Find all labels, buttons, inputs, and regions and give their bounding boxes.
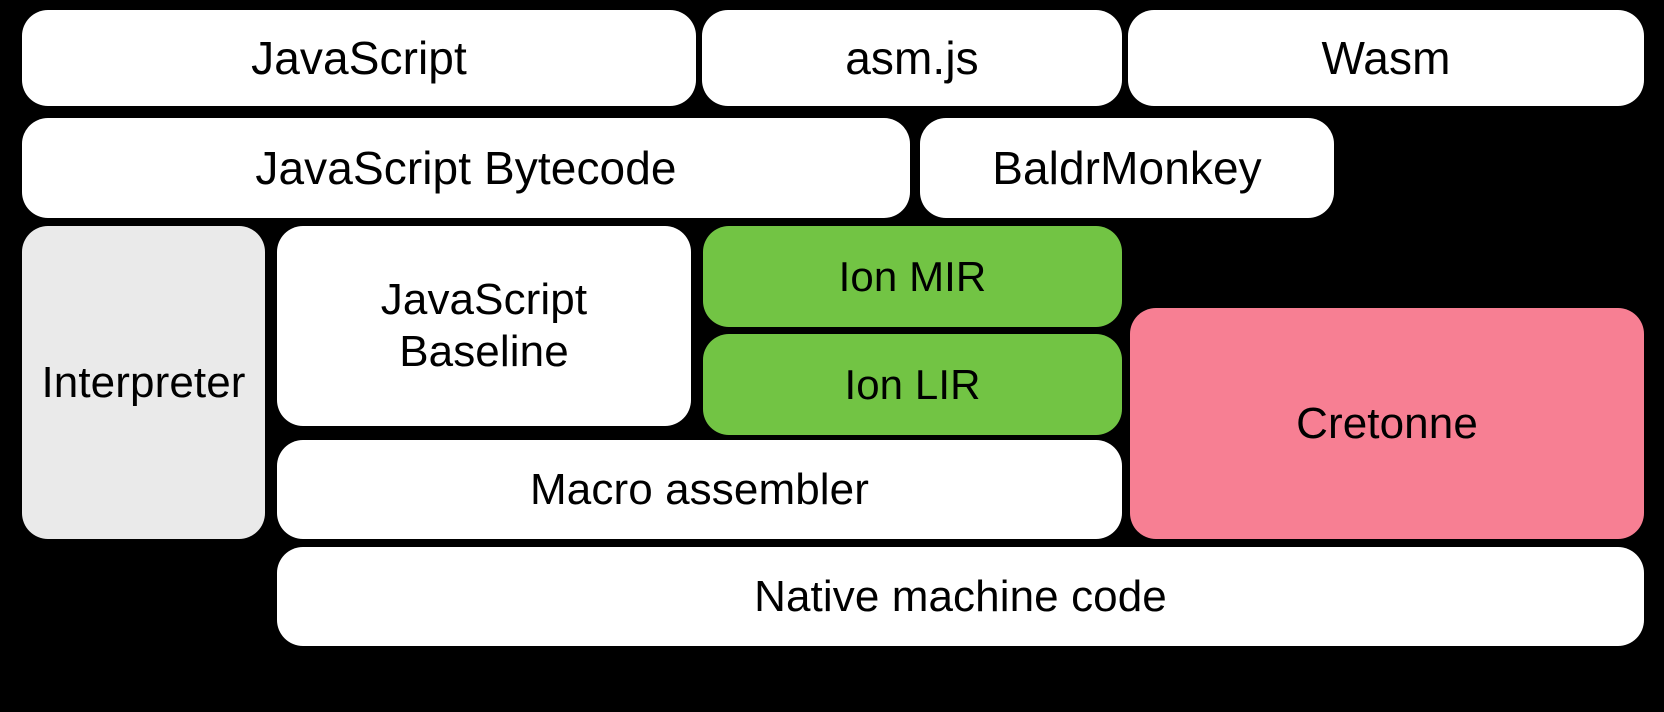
node-native-machine-code: Native machine code (277, 547, 1644, 646)
node-javascript-baseline: JavaScript Baseline (277, 226, 691, 426)
node-javascript: JavaScript (22, 10, 696, 106)
node-ion-mir: Ion MIR (703, 226, 1122, 327)
node-asmjs: asm.js (702, 10, 1122, 106)
node-javascript-bytecode: JavaScript Bytecode (22, 118, 910, 218)
node-ion-lir: Ion LIR (703, 334, 1122, 435)
node-macro-assembler: Macro assembler (277, 440, 1122, 539)
node-baldrmonkey: BaldrMonkey (920, 118, 1334, 218)
node-wasm: Wasm (1128, 10, 1644, 106)
node-interpreter: Interpreter (22, 226, 265, 539)
node-cretonne: Cretonne (1130, 308, 1644, 539)
